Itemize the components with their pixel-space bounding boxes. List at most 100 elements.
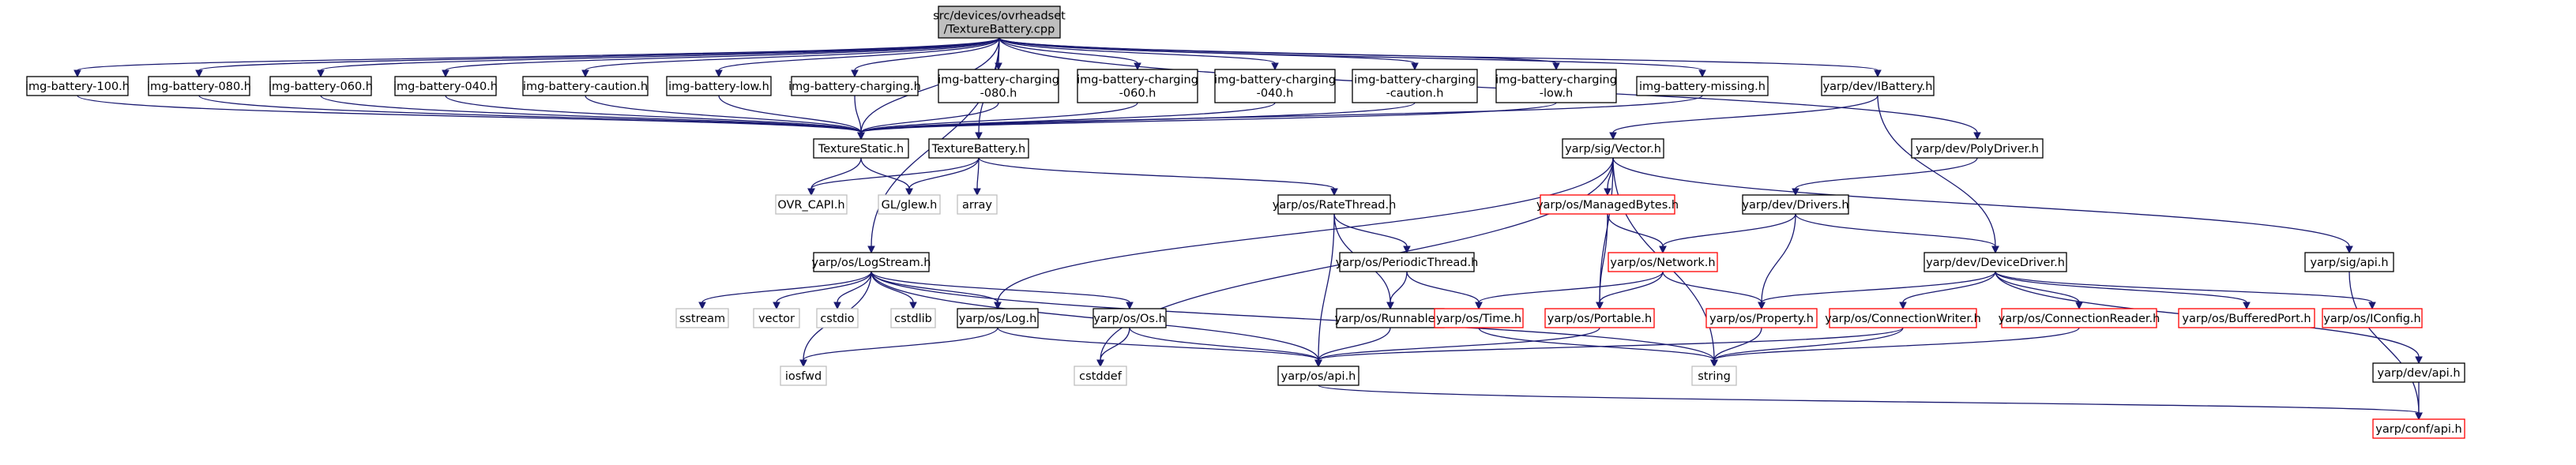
node-label: yarp/dev/PolyDriver.h [1916, 143, 2039, 156]
edge-line [837, 271, 872, 303]
node-ratethread[interactable]: yarp/os/RateThread.h [1273, 194, 1397, 215]
node-b080[interactable]: img-battery-080.h [147, 76, 251, 96]
node-box [791, 76, 919, 96]
node-cstdlib: cstdlib [890, 308, 936, 328]
node-bmissing[interactable]: img-battery-missing.h [1636, 76, 1769, 96]
node-bc040[interactable]: img-battery-charging-040.h [1214, 69, 1336, 103]
node-connreader[interactable]: yarp/os/ConnectionReader.h [1999, 308, 2160, 328]
edge-network-to-portable [1596, 271, 1664, 310]
node-bccaution[interactable]: img-battery-charging-caution.h [1352, 69, 1478, 103]
edge-devicedriver-to-bufferedport [1995, 271, 2251, 310]
node-b060[interactable]: img-battery-060.h [269, 76, 373, 96]
edge-line [77, 37, 1000, 71]
edge-line [998, 37, 1276, 64]
edge-vector-to-sigapi [1612, 157, 2353, 254]
edge-line [976, 157, 980, 189]
node-logstream[interactable]: yarp/os/LogStream.h [812, 252, 931, 272]
node-osapi[interactable]: yarp/os/api.h [1277, 366, 1359, 386]
node-label: img-battery-100.h [25, 81, 130, 93]
edge-line [997, 327, 1319, 361]
node-bcaution[interactable]: img-battery-caution.h [522, 76, 649, 96]
node-ibattery[interactable]: yarp/dev/IBattery.h [1821, 76, 1935, 96]
node-polydriver[interactable]: yarp/dev/PolyDriver.h [1911, 138, 2044, 159]
node-periodicthread[interactable]: yarp/os/PeriodicThread.h [1336, 252, 1479, 272]
node-array: array [957, 194, 998, 215]
node-confapi[interactable]: yarp/conf/api.h [2372, 418, 2465, 439]
node-managedbytes[interactable]: yarp/os/ManagedBytes.h [1536, 194, 1679, 215]
arrowhead [317, 69, 325, 78]
node-box [1911, 138, 2044, 159]
node-box [1544, 308, 1655, 328]
node-runnable[interactable]: yarp/os/Runnable.h [1335, 308, 1446, 328]
arrowhead [975, 132, 983, 141]
arrowhead [1973, 132, 1981, 141]
node-iconfig[interactable]: yarp/os/IConfig.h [2322, 308, 2423, 328]
edge-line [1100, 327, 1130, 361]
node-label: yarp/os/api.h [1281, 370, 1356, 383]
edge-line [1612, 95, 1878, 133]
node-ostime[interactable]: yarp/os/Time.h [1434, 308, 1524, 328]
node-osos[interactable]: yarp/os/Os.h [1092, 308, 1167, 328]
edge-oslog-to-iosfwd [799, 327, 998, 368]
edge-logstream-to-sstream [698, 271, 872, 310]
node-b100[interactable]: img-battery-100.h [25, 76, 130, 96]
edge-line [1761, 271, 1996, 303]
node-devicedriver[interactable]: yarp/dev/DeviceDriver.h [1924, 252, 2067, 272]
edge-line [1995, 271, 2373, 303]
arrowhead [195, 69, 203, 78]
arrowhead [715, 69, 723, 78]
arrowhead [2075, 302, 2083, 310]
edge-line [1662, 271, 1762, 303]
edge-network-to-property [1662, 271, 1766, 310]
edge-periodicthread-to-runnable [1386, 271, 1408, 310]
node-label: yarp/os/Network.h [1610, 257, 1715, 269]
node-bcharging[interactable]: img-battery-charging.h [788, 76, 921, 96]
node-sigapi[interactable]: yarp/sig/api.h [2304, 252, 2394, 272]
node-glew: GL/glew.h [878, 194, 941, 215]
arrowhead [442, 69, 449, 78]
node-portable[interactable]: yarp/os/Portable.h [1544, 308, 1655, 328]
node-label: yarp/os/PeriodicThread.h [1336, 257, 1479, 269]
node-devapi[interactable]: yarp/dev/api.h [2372, 362, 2465, 383]
edge-line [1406, 271, 1480, 303]
node-texbattery[interactable]: TextureBattery.h [928, 138, 1029, 159]
node-bc060[interactable]: img-battery-charging-060.h [1077, 69, 1198, 103]
node-label: yarp/sig/Vector.h [1565, 143, 1661, 156]
node-box [938, 69, 1059, 103]
arrowhead [1874, 69, 1882, 78]
node-b040[interactable]: img-battery-040.h [393, 76, 498, 96]
node-bc080[interactable]: img-battery-charging-080.h [938, 69, 1059, 103]
edge-osapi-to-confapi [1318, 384, 2423, 421]
edge-line [998, 37, 1138, 64]
edge-line [908, 157, 980, 189]
node-root[interactable]: src/devices/ovrheadset/TextureBattery.cp… [933, 6, 1066, 39]
node-property[interactable]: yarp/os/Property.h [1705, 308, 1818, 328]
node-box [269, 76, 372, 96]
edge-line [1713, 327, 2080, 361]
node-texstatic[interactable]: TextureStatic.h [813, 138, 909, 159]
node-vector[interactable]: yarp/sig/Vector.h [1562, 138, 1664, 159]
node-label: yarp/os/ManagedBytes.h [1536, 199, 1679, 212]
edge-line [320, 37, 1000, 71]
node-box [1705, 308, 1818, 328]
edge-line [978, 157, 1335, 189]
edge-connreader-to-string [1710, 327, 2080, 368]
node-drivers[interactable]: yarp/dev/Drivers.h [1742, 194, 1849, 215]
edge-line [320, 95, 862, 133]
arrowhead [1552, 62, 1560, 71]
edge-devicedriver-to-connreader [1995, 271, 2083, 310]
node-network[interactable]: yarp/os/Network.h [1608, 252, 1718, 272]
edge-root-to-bccaution [998, 37, 1419, 71]
node-oslog[interactable]: yarp/os/Log.h [957, 308, 1039, 328]
node-blow[interactable]: img-battery-low.h [666, 76, 772, 96]
node-label: array [962, 199, 992, 212]
arrowhead [2415, 356, 2423, 365]
node-label: yarp/os/IConfig.h [2323, 313, 2420, 325]
node-bufferedport[interactable]: yarp/os/BufferedPort.h [2178, 308, 2315, 328]
arrowhead [867, 246, 875, 254]
edge-devicedriver-to-property [1758, 271, 1996, 310]
node-bclow[interactable]: img-battery-charging-low.h [1495, 69, 1617, 103]
node-label: yarp/dev/DeviceDriver.h [1926, 257, 2065, 269]
node-connwriter[interactable]: yarp/os/ConnectionWriter.h [1825, 308, 1981, 328]
